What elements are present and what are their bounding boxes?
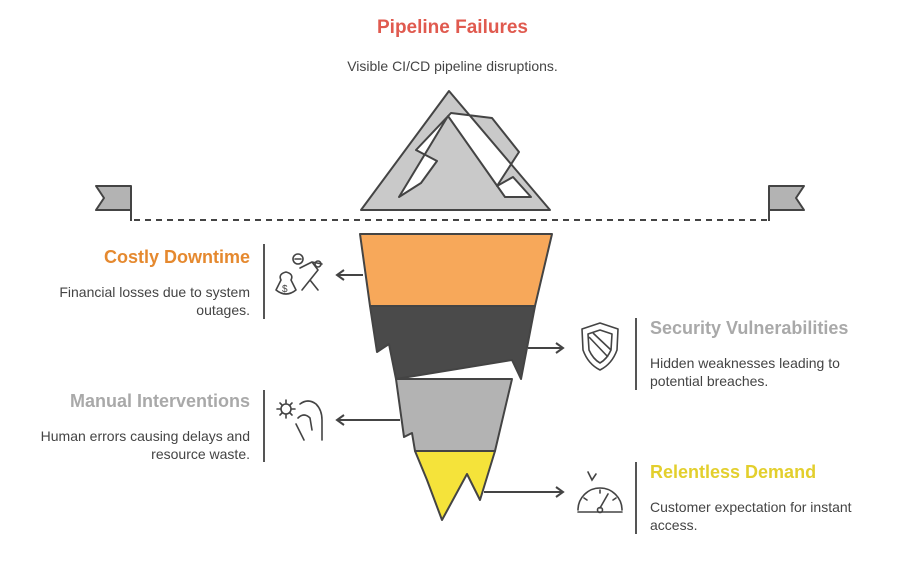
divider-security-vulnerabilities xyxy=(635,318,637,390)
arrow-security-vulnerabilities xyxy=(528,342,565,354)
costly-downtime-desc-line1: Financial losses due to system xyxy=(59,284,250,300)
costly-downtime-title: Costly Downtime xyxy=(103,247,250,267)
security-vulnerabilities-desc-line1: Hidden weaknesses leading to xyxy=(650,355,840,371)
arrow-costly-downtime xyxy=(335,269,363,281)
layer-costly-downtime xyxy=(359,233,553,307)
relentless-demand-desc-line2: access. xyxy=(650,517,698,533)
arrow-relentless-demand xyxy=(484,486,565,498)
security-vulnerabilities-title: Security Vulnerabilities xyxy=(650,318,849,338)
security-vulnerabilities-desc-line2: potential breaches. xyxy=(650,373,769,389)
gear-hand-icon xyxy=(276,399,323,441)
money-running-icon: $ xyxy=(275,253,323,295)
layer-manual-interventions xyxy=(395,378,513,452)
svg-text:$: $ xyxy=(282,284,288,295)
iceberg-tip xyxy=(360,90,551,211)
relentless-demand-title: Relentless Demand xyxy=(650,462,817,482)
divider-manual-interventions xyxy=(263,390,265,462)
relentless-demand-desc-line1: Customer expectation for instant xyxy=(650,499,852,515)
top-subtitle: Visible CI/CD pipeline disruptions. xyxy=(347,58,558,74)
manual-interventions-desc-line1: Human errors causing delays and xyxy=(40,428,250,444)
top-title: Pipeline Failures xyxy=(377,17,528,38)
layer-security-vulnerabilities xyxy=(369,305,536,380)
divider-relentless-demand xyxy=(635,462,637,534)
right-flag xyxy=(768,185,805,221)
left-flag xyxy=(95,185,132,221)
costly-downtime-desc-line2: outages. xyxy=(196,302,250,318)
divider-costly-downtime xyxy=(263,244,265,319)
manual-interventions-desc-line2: resource waste. xyxy=(151,446,250,462)
layer-relentless-demand xyxy=(414,450,496,521)
gauge-icon xyxy=(577,471,623,514)
arrow-manual-interventions xyxy=(335,414,400,426)
manual-interventions-title: Manual Interventions xyxy=(69,391,250,411)
shield-icon xyxy=(581,322,619,371)
